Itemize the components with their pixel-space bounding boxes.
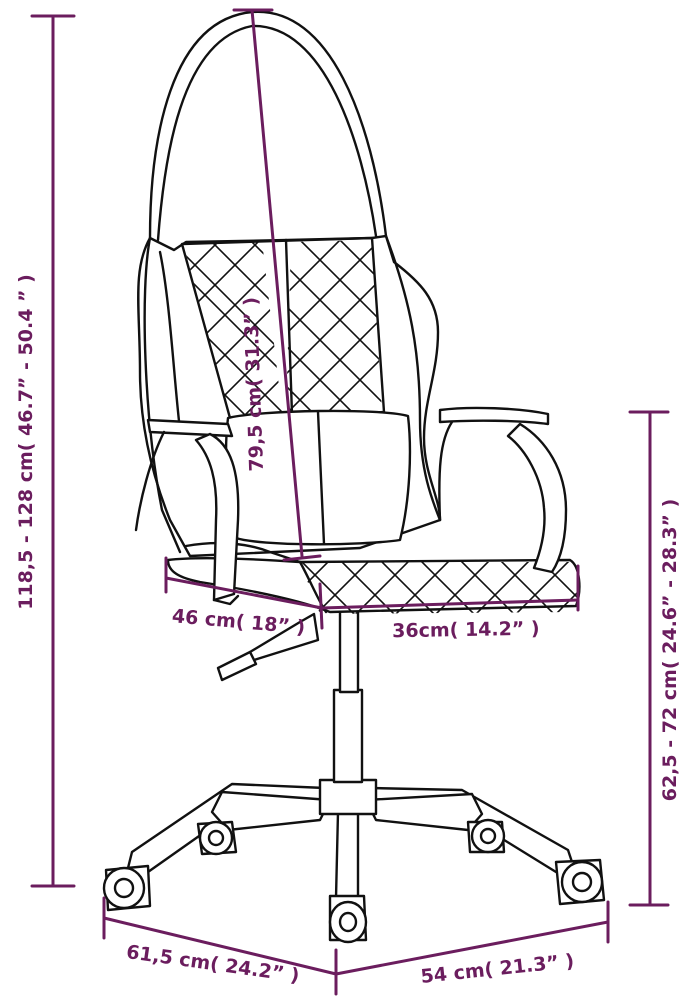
- armrest-right: [438, 406, 568, 574]
- seat-height-label: 62,5 - 72 cm( 24.6” - 28.3” ): [659, 499, 681, 802]
- chair-base: [126, 778, 576, 900]
- seat-depth-label: 46 cm( 18” ): [171, 605, 306, 639]
- gas-cylinder: [216, 608, 364, 784]
- seat-width-label: 36cm( 14.2” ): [392, 618, 540, 643]
- base-width-label: 54 cm( 21.3” ): [420, 950, 576, 988]
- seat-depth-right-tick: [318, 582, 324, 630]
- total-height-label: 118,5 - 128 cm( 46.7” - 50.4 ” ): [15, 274, 37, 610]
- base-depth-line: [102, 916, 338, 976]
- backrest-height-bottom-tick: [282, 554, 322, 562]
- armrest-left: [134, 418, 240, 606]
- seat-depth-line: [164, 576, 324, 610]
- base-width-line: [334, 920, 610, 976]
- chair-drawing: [102, 10, 606, 944]
- quilt-right: [286, 240, 382, 414]
- base-depth-label: 61,5 cm( 24.2” ): [125, 941, 301, 987]
- quilt-seat: [300, 562, 578, 614]
- backrest-height-line: [250, 8, 304, 558]
- seat-width-line: [320, 598, 580, 610]
- dimension-lines: [30, 8, 670, 996]
- chair-casters: [102, 818, 606, 944]
